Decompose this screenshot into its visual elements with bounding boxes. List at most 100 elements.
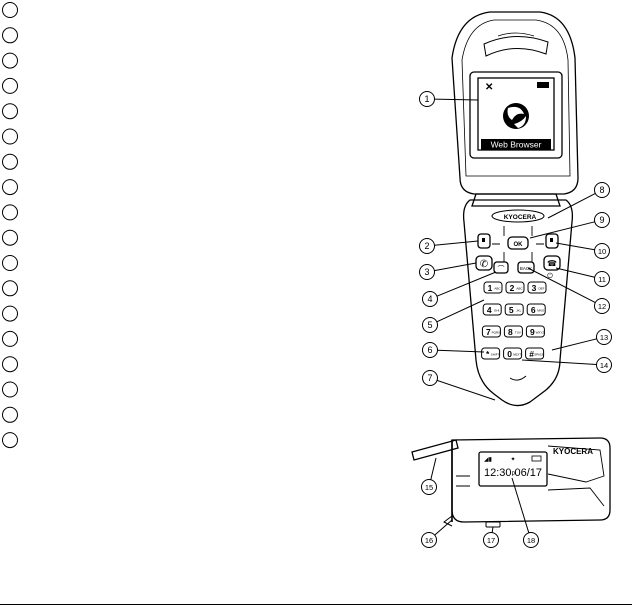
keypad-digit: 1 (488, 283, 493, 293)
keypad-letters: WXYZ (536, 331, 545, 335)
callout-number: 18 (527, 536, 535, 545)
keypad-letters: DEF (539, 287, 545, 291)
left-marker-circle (2, 52, 18, 69)
callout-number: 1 (424, 94, 429, 104)
callout-circle (594, 243, 610, 259)
ext-time: 12:30P (484, 467, 516, 479)
left-marker-circle (2, 356, 18, 373)
back-key[interactable] (517, 261, 535, 274)
callout-circle (421, 532, 437, 548)
callout-number: 5 (427, 320, 432, 330)
keypad-letters: NEXT (513, 353, 521, 357)
leader-line (436, 271, 497, 297)
charger-port (485, 521, 501, 528)
keypad-digit: # (529, 349, 534, 359)
keypad-letters: SPACE (534, 353, 544, 357)
callout-number: 4 (427, 294, 432, 304)
hangup-icon: ☎ (547, 259, 557, 268)
callout-number: 8 (599, 185, 604, 195)
end-key[interactable] (543, 255, 561, 271)
callout-circle (419, 91, 435, 107)
leader-line (437, 349, 485, 353)
right-softkey[interactable] (545, 233, 559, 249)
keypad-digit: 3 (532, 283, 537, 293)
callout-circle (421, 479, 437, 495)
leader-line (434, 519, 453, 536)
callout-circle (594, 298, 610, 314)
callout-circle (594, 182, 610, 198)
ok-key-label: OK (514, 242, 524, 248)
callout-number: 6 (427, 345, 432, 355)
ext-signal-icon: ◢▮ (484, 457, 492, 463)
antenna (411, 439, 459, 461)
keypad-digit: 6 (531, 305, 536, 315)
main-screen-frame (469, 71, 563, 159)
screen-label-bar (481, 139, 551, 150)
callout-circle (594, 271, 610, 287)
web-browser-logo-icon (503, 103, 529, 129)
speaker-key[interactable] (493, 261, 509, 274)
left-marker-column (2, 2, 18, 449)
keypad-digit: 2 (510, 283, 515, 293)
left-marker-circle (2, 179, 18, 196)
callout-circle (422, 317, 438, 333)
left-marker-circle (2, 255, 18, 271)
leader-line (434, 240, 479, 246)
callout-circle (523, 532, 539, 548)
callout-circle (596, 329, 612, 345)
screen-label: Web Browser (491, 140, 542, 150)
bottom-rule (0, 604, 632, 605)
keypad-digit: 0 (507, 349, 512, 359)
left-marker-circle (2, 229, 18, 246)
callout-number: 9 (599, 215, 604, 225)
keypad-key[interactable]: *SHIFT (481, 347, 501, 360)
ext-date: 06/17 (514, 467, 542, 479)
keypad-digit: 7 (486, 327, 491, 337)
leader-line (434, 262, 477, 272)
ok-key[interactable] (507, 236, 529, 250)
phone-hinge (471, 193, 561, 207)
callout-number: 15 (425, 483, 433, 492)
left-marker-circle (2, 305, 18, 322)
external-screen (478, 451, 548, 487)
left-marker-circle (2, 153, 18, 170)
left-marker-circle (2, 432, 18, 449)
keypad-letters: GHI (494, 309, 500, 313)
leader-line (430, 457, 437, 480)
callout-circle (422, 370, 438, 386)
closed-phone: KYOCERA ◢▮ ✦ 12:30P 06/17 (411, 437, 611, 528)
callout-number: 3 (424, 267, 429, 277)
keypad-key[interactable]: #SPACE (525, 347, 545, 360)
brand-plate (491, 209, 545, 223)
callout-circle (422, 291, 438, 307)
left-marker-circle (2, 406, 18, 423)
left-marker-circle (2, 128, 18, 145)
callout-number: 7 (427, 373, 432, 383)
keypad-letters: SHIFT (491, 353, 500, 357)
callout-number: 16 (425, 536, 433, 545)
earpiece-speaker (483, 35, 549, 57)
callout-number: 12 (598, 302, 606, 311)
callout-number: 17 (487, 536, 495, 545)
callout-number: 14 (600, 361, 608, 370)
signal-x-icon: ✕ (485, 82, 493, 93)
leader-line (511, 477, 530, 533)
left-marker-circle (2, 77, 18, 94)
keypad-letters: ABC (494, 287, 501, 291)
svg-text:BACK: BACK (520, 266, 532, 271)
callout-circle (419, 238, 435, 254)
